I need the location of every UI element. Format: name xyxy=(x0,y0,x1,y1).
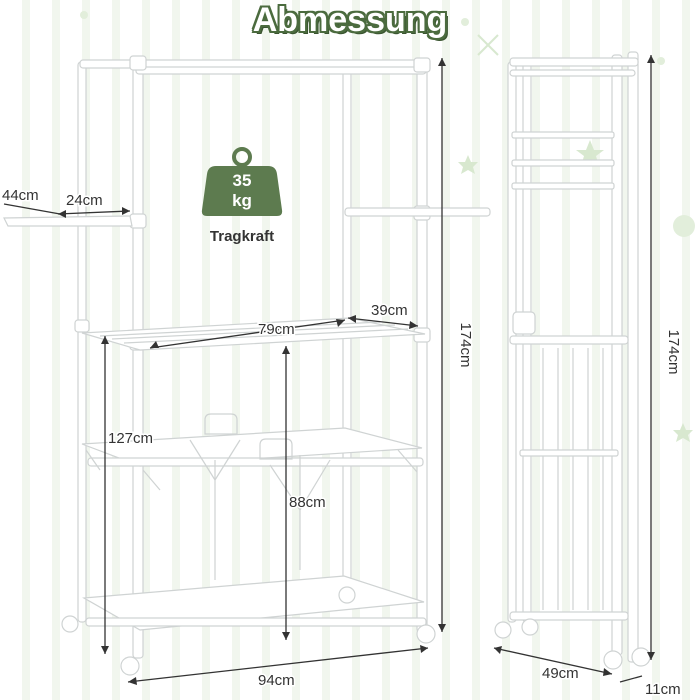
page-title: Abmessung xyxy=(252,1,448,39)
decor-dot xyxy=(673,215,695,237)
decor-dot xyxy=(657,57,665,65)
dimension-label-total-height-side: 174cm xyxy=(665,329,682,374)
sparkle-icon xyxy=(477,34,499,56)
dimension-label-side-shelf-depth: 44cm xyxy=(2,187,39,204)
dimension-label-middle-shelf-width: 79cm xyxy=(258,321,295,338)
weight-caption: Tragkraft xyxy=(210,228,274,245)
dimension-lines xyxy=(3,55,652,683)
weight-badge: 35 kg Tragkraft xyxy=(201,147,283,245)
dimension-label-total-height-front: 174cm xyxy=(457,322,474,367)
dimension-label-lower-height: 88cm xyxy=(289,494,326,511)
dimension-label-shelf-height: 127cm xyxy=(108,430,153,447)
dimension-label-folded-depth: 49cm xyxy=(542,665,579,682)
dimension-label-side-shelf-width: 24cm xyxy=(66,192,103,209)
weight-icon xyxy=(201,147,283,216)
front-rack xyxy=(3,55,491,676)
dimension-arrowheads xyxy=(58,55,655,685)
decor-dot xyxy=(80,11,88,19)
dimension-label-top-shelf-width: 39cm xyxy=(371,302,408,319)
weight-value: 35 xyxy=(233,171,252,190)
dimension-label-total-width: 94cm xyxy=(258,672,295,689)
folded-rack xyxy=(494,51,651,670)
decor-dot xyxy=(461,18,469,26)
weight-unit: kg xyxy=(232,191,252,210)
dimension-label-folded-thickness: 11cm xyxy=(645,681,681,698)
